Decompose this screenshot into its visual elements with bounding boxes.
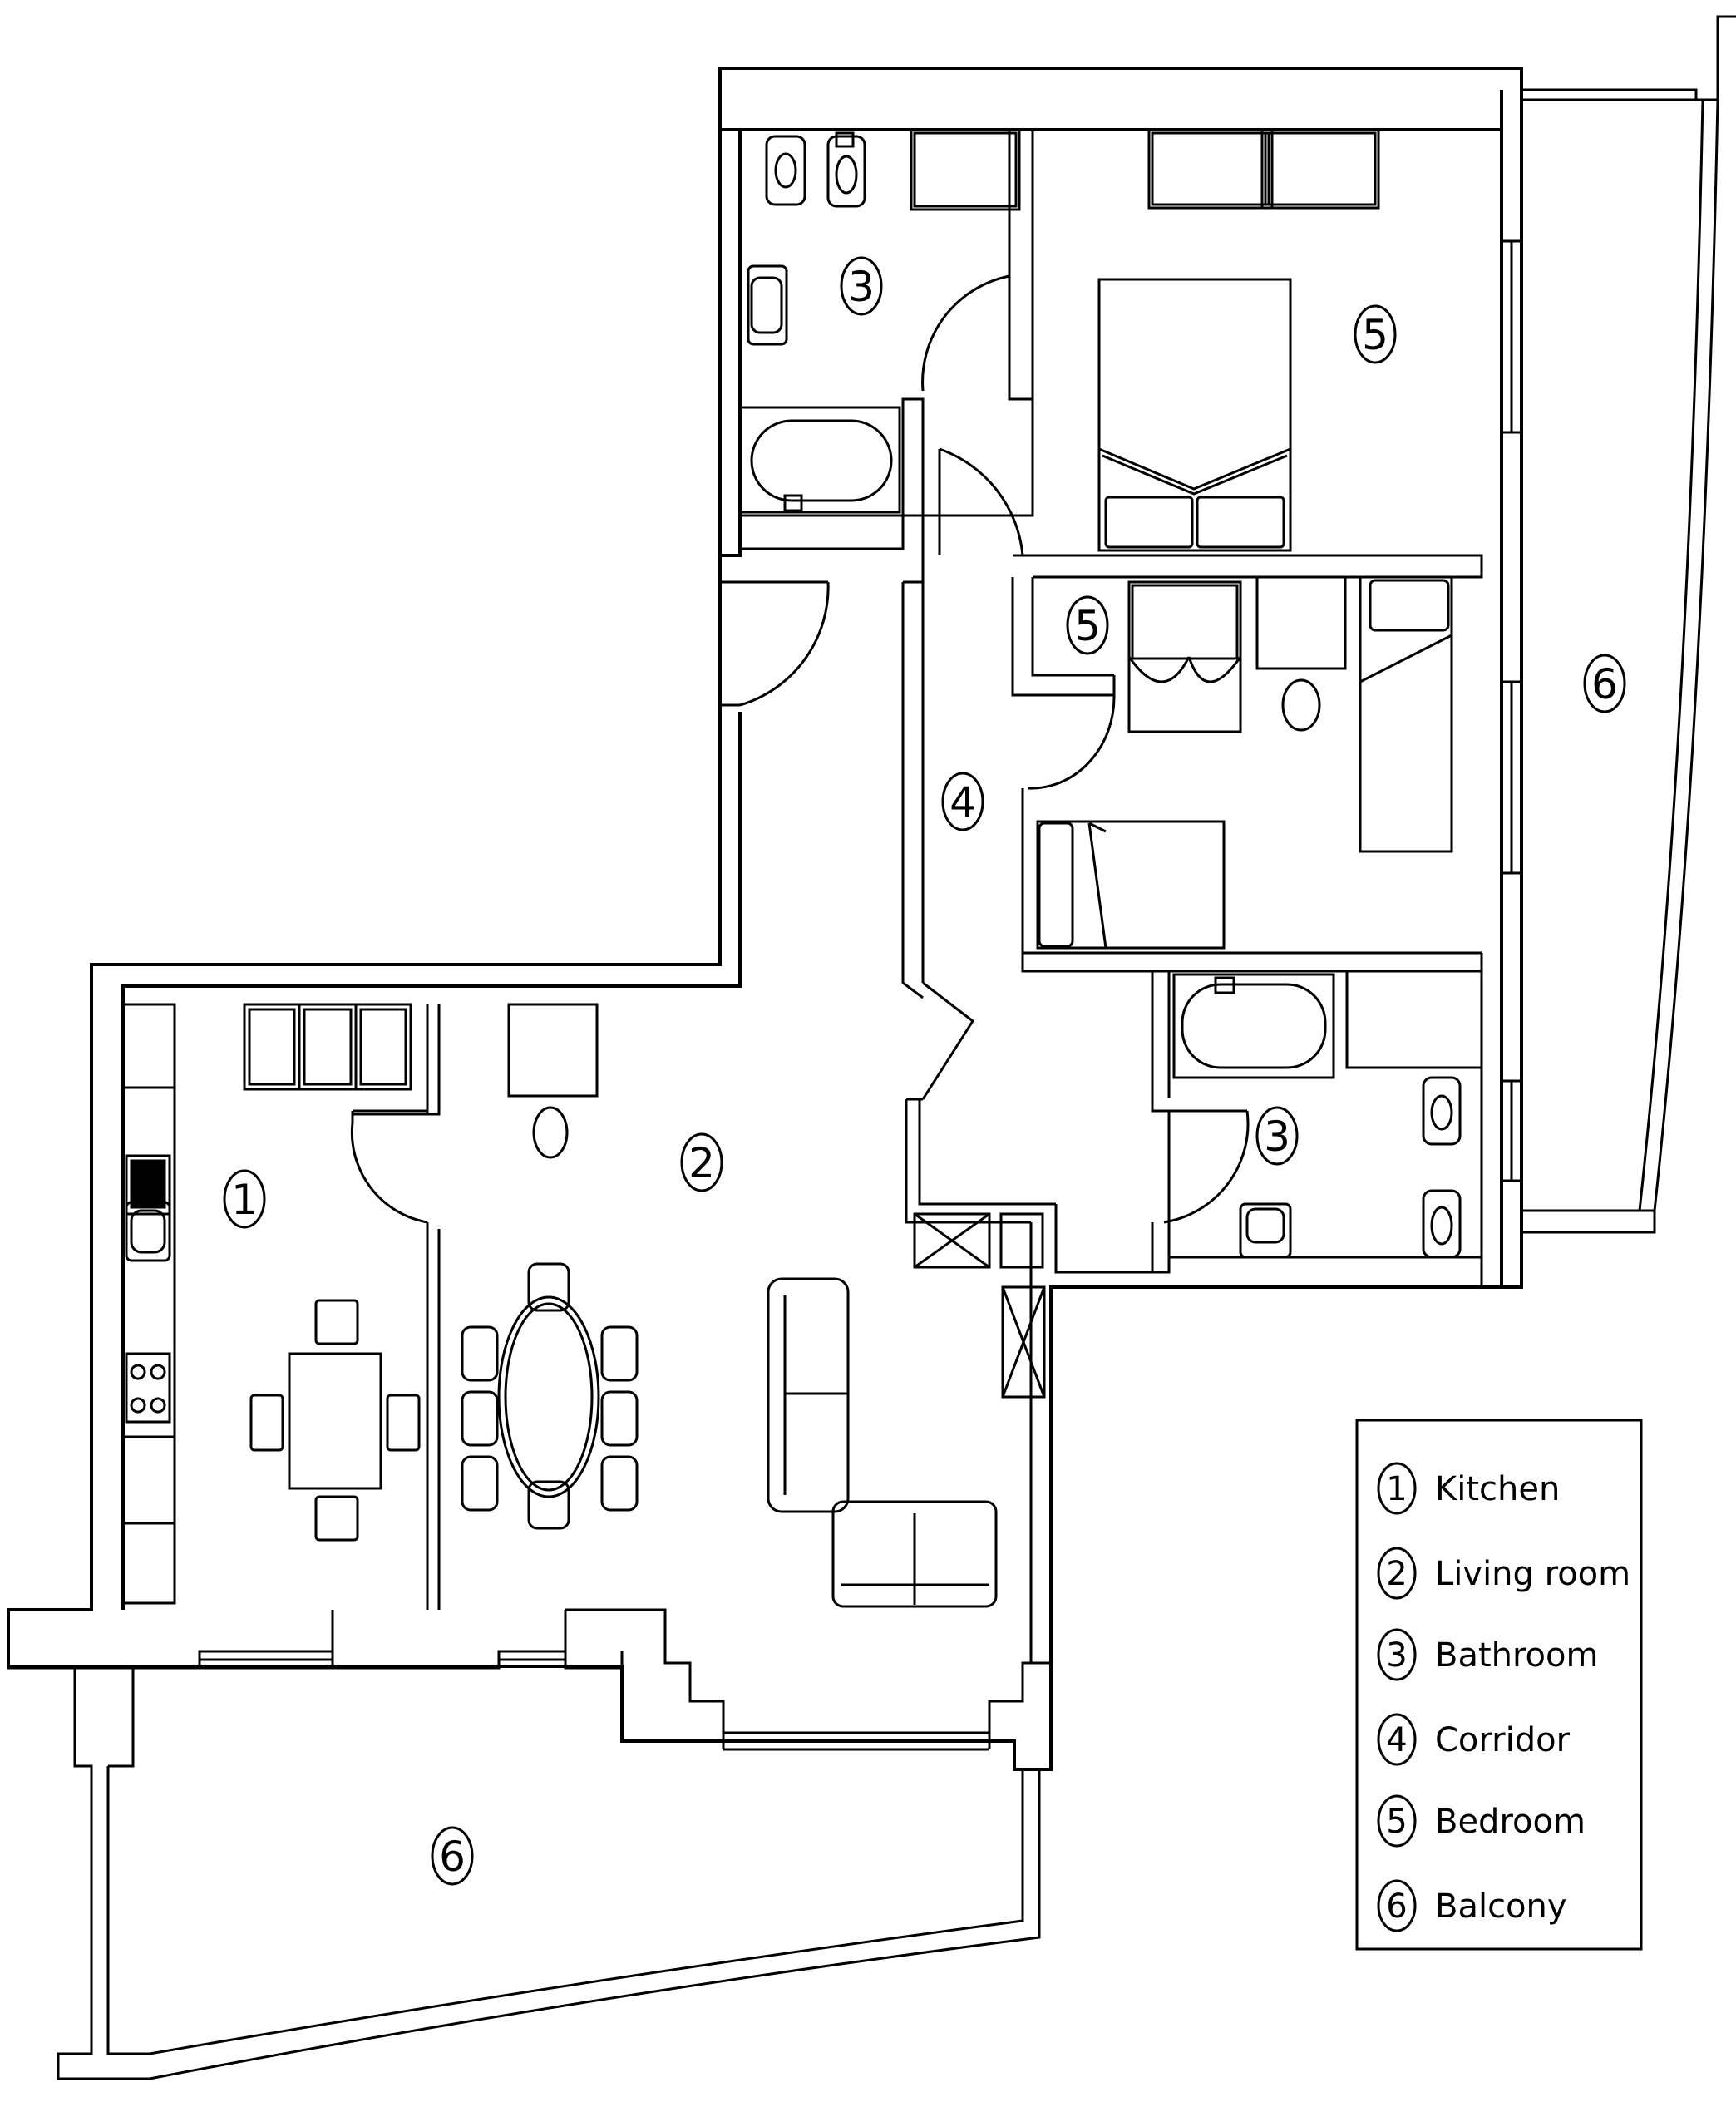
legend-item: 4 Corridor [1377, 1713, 1571, 1766]
room-marker-kitchen: 1 [223, 1169, 266, 1229]
fridge-bottom [121, 1522, 176, 1605]
legend-number: 4 [1386, 1721, 1407, 1759]
kitchen-cabinets-top [243, 1003, 412, 1091]
legend-number: 3 [1386, 1636, 1407, 1675]
room-number: 6 [1591, 660, 1618, 708]
shaft-2 [1001, 1285, 1046, 1399]
fridge-top [121, 1003, 176, 1089]
legend-label: Bedroom [1435, 1803, 1586, 1841]
sink-icon [747, 264, 788, 346]
kitchen-sink [125, 1201, 171, 1262]
toilet-lower [1422, 1189, 1462, 1259]
room-marker-bathroom-lower: 3 [1255, 1106, 1299, 1166]
wardrobe-bedroom2 [1127, 580, 1242, 733]
toilet-icon [826, 135, 866, 208]
room-marker-balcony-south: 6 [431, 1826, 474, 1886]
kitchen-living-divider [426, 1222, 441, 1610]
bathtub-lower [1172, 973, 1335, 1079]
armchair-icon [532, 1106, 569, 1159]
sofa-l-horizontal [831, 1500, 998, 1608]
window-bay [723, 1731, 989, 1751]
room-number: 3 [848, 263, 875, 311]
window-bottom-1 [200, 1650, 333, 1670]
legend-number: 1 [1386, 1470, 1407, 1508]
legend-label: Corridor [1435, 1721, 1571, 1759]
window-east-1 [1502, 239, 1521, 434]
legend-item: 1 Kitchen [1377, 1462, 1560, 1515]
room-markers: 1 2 3 3 4 5 5 6 [223, 256, 1626, 1886]
balcony-east [1520, 15, 1736, 1234]
legend-label: Living room [1435, 1555, 1630, 1593]
tv-cabinet [507, 1003, 599, 1098]
south-facade [7, 239, 1521, 1751]
wardrobe-bedroom1-b [1260, 128, 1380, 210]
chair-icon [1281, 678, 1321, 732]
legend-item: 2 Living room [1377, 1547, 1630, 1600]
entry-door [739, 580, 830, 707]
room-marker-living: 2 [680, 1132, 723, 1192]
balcony-south [57, 1666, 1041, 2080]
outer-wall-outline [7, 67, 1523, 1771]
stove-icon [125, 1154, 171, 1216]
legend-item: 5 Bedroom [1377, 1794, 1586, 1848]
window-east-3 [1502, 1079, 1521, 1182]
desk-icon [1255, 575, 1347, 670]
dining-table [497, 1295, 600, 1498]
single-bed-left [1036, 820, 1226, 950]
legend-item: 3 Bathroom [1377, 1628, 1598, 1681]
room-marker-bedroom-1: 5 [1354, 304, 1397, 364]
doors [350, 274, 1250, 1224]
kitchen-table [288, 1352, 382, 1490]
oven [121, 1435, 176, 1525]
room-marker-bathroom-top: 3 [840, 256, 883, 316]
room-number: 2 [688, 1139, 715, 1187]
bathtub-icon [738, 406, 901, 514]
sofa-l-vertical [767, 1277, 850, 1513]
room-number: 6 [439, 1833, 466, 1881]
legend-number: 2 [1386, 1555, 1407, 1593]
legend-label: Balcony [1435, 1887, 1567, 1926]
legend-label: Kitchen [1435, 1470, 1560, 1508]
room-number: 3 [1264, 1113, 1290, 1161]
interior-walls [121, 128, 1483, 1610]
legend-label: Bathroom [1435, 1636, 1598, 1675]
bidet-lower [1422, 1076, 1462, 1146]
legend: 1 Kitchen 2 Living room 3 Bathroom 4 Cor… [1355, 1419, 1643, 1951]
room-marker-bedroom-2: 5 [1066, 595, 1109, 655]
legend-number: 6 [1386, 1887, 1407, 1926]
shower-storage [910, 128, 1021, 211]
room-number: 1 [231, 1176, 258, 1224]
room-marker-corridor: 4 [941, 772, 984, 831]
room-number: 5 [1362, 311, 1388, 359]
shaft-1 [913, 1212, 991, 1269]
exterior-walls [7, 67, 1523, 1771]
window-bottom-2 [499, 1650, 565, 1661]
kitchen-counter [121, 1003, 176, 1605]
room-number: 4 [949, 778, 976, 827]
inner-wall-outline [121, 130, 742, 1610]
sink-lower [1239, 1202, 1292, 1259]
legend-number: 5 [1386, 1803, 1407, 1841]
double-bed-icon [1097, 278, 1292, 552]
room-number: 5 [1074, 602, 1101, 650]
legend-box [1355, 1419, 1643, 1951]
room-marker-balcony-east: 6 [1583, 654, 1626, 713]
single-bed-right [1359, 575, 1453, 853]
bidet-icon [765, 135, 806, 206]
legend-item: 6 Balcony [1377, 1879, 1567, 1932]
fixtures [121, 128, 1462, 1608]
window-east-2 [1502, 680, 1521, 875]
wardrobe-bedroom1-a [1147, 128, 1274, 210]
cooktop [125, 1352, 171, 1424]
